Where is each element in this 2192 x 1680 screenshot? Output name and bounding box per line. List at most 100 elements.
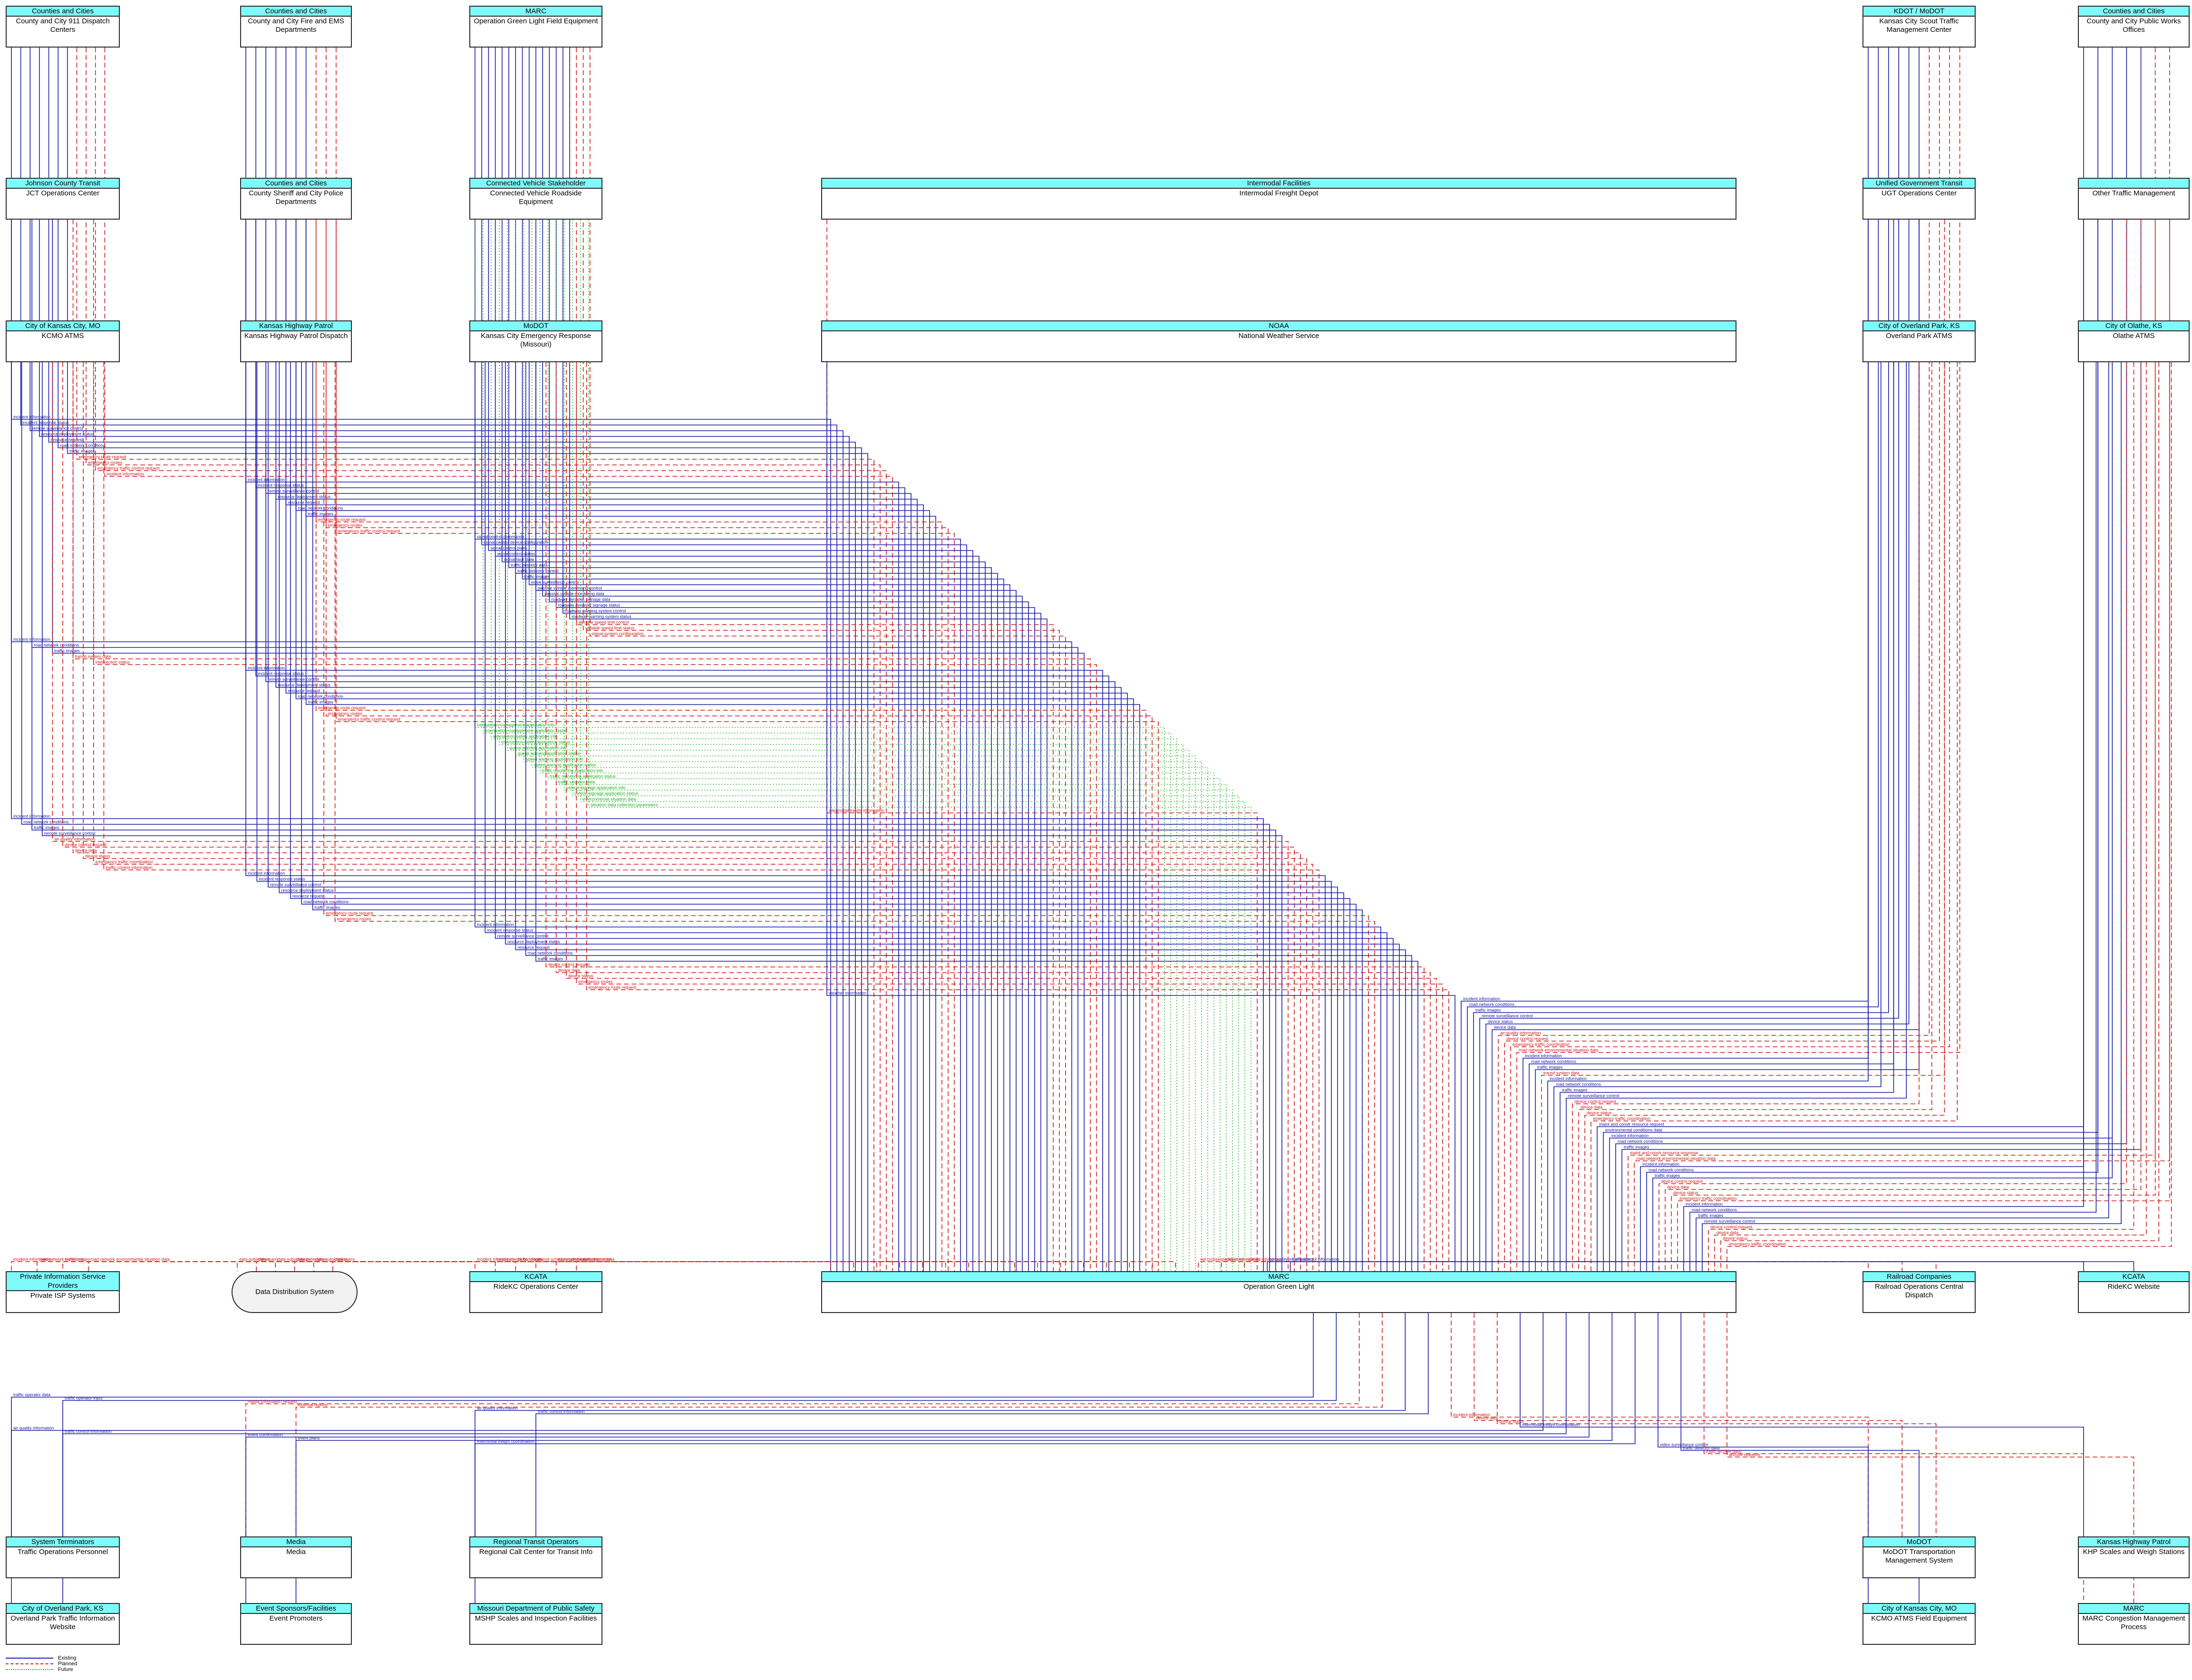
- node-owner: Missouri Department of Public Safety: [470, 1604, 601, 1614]
- flow-label: emergency route request: [318, 517, 366, 522]
- flow-line: [1628, 48, 2156, 1271]
- flow-label: signal control status: [497, 551, 535, 556]
- flow-label: roadway warning system control: [565, 608, 626, 613]
- flow-label: remote surveillance control: [497, 934, 549, 938]
- node-owner: Johnson County Transit: [7, 179, 119, 189]
- node-owner: Counties and Cities: [241, 179, 351, 189]
- flow-line: [334, 362, 1375, 1271]
- flow-line: [255, 220, 1109, 1271]
- flow-line: [1572, 362, 1920, 1271]
- flow-label: traffic control information: [538, 1409, 584, 1414]
- flow-line: [542, 48, 1023, 1271]
- flow-line: [72, 362, 1301, 1271]
- flow-line: [285, 48, 924, 1271]
- flow-line: [1726, 1313, 2134, 1603]
- flow-line: [586, 362, 1449, 1271]
- flow-label: road network conditions: [528, 951, 573, 956]
- flow-label: road network environmental situation dat…: [1519, 1048, 1598, 1052]
- flow-label: traffic monitoring application status: [550, 774, 616, 779]
- flow-line: [29, 48, 844, 1271]
- node-name: Media: [286, 1548, 306, 1556]
- flow-label: device status: [1587, 1110, 1612, 1115]
- flow-label: emergency traffic control request: [338, 529, 400, 533]
- node-owner: Private Information Service Providers: [7, 1272, 119, 1291]
- flow-label: incident information: [477, 1257, 514, 1262]
- node-name: Private ISP Systems: [30, 1292, 96, 1300]
- flow-label: transit schedule adherence information: [538, 1257, 611, 1262]
- flow-line: [336, 220, 1159, 1271]
- flow-label: data subscription: [316, 1257, 348, 1262]
- node-name: County and City 911 Dispatch Centers: [16, 17, 110, 34]
- flow-line: [1689, 362, 2097, 1271]
- flow-label: remote surveillance control: [1482, 1014, 1533, 1018]
- flow-label: air quality information: [13, 1426, 54, 1430]
- node-name: Overland Park Traffic Information Websit…: [10, 1614, 115, 1631]
- flow-label: traffic images: [524, 574, 550, 579]
- flow-line: [545, 362, 1425, 1271]
- flow-line: [576, 48, 1054, 1271]
- flow-label: emergency routes: [337, 917, 372, 921]
- flow-line: [1498, 48, 1930, 1271]
- flow-line: [20, 48, 837, 1271]
- flow-label: road network conditions: [39, 1257, 85, 1262]
- flow-label: road network conditions: [1469, 1002, 1515, 1007]
- flow-line: [312, 362, 1363, 1271]
- node-name: JCT Operations Center: [26, 189, 99, 197]
- flow-label: intermodal freight coordination: [477, 1439, 534, 1444]
- flow-label: transit system data: [1543, 1071, 1580, 1075]
- flow-label: resource request: [292, 894, 325, 898]
- flow-line: [295, 220, 1134, 1271]
- node-name: KCMO ATMS Field Equipment: [1871, 1614, 1967, 1622]
- flow-line: [572, 220, 1239, 1271]
- flow-line: [535, 362, 1418, 1271]
- node-name: MoDOT Transportation Management System: [1882, 1548, 1956, 1564]
- node-name: Railroad Operations Central Dispatch: [1875, 1283, 1963, 1299]
- flow-line: [505, 362, 1400, 1271]
- flow-label: emergency traffic coordination: [1679, 1196, 1736, 1201]
- flow-label: road network conditions: [1649, 1168, 1694, 1172]
- flow-line: [1529, 220, 1894, 1271]
- flow-line: [508, 48, 992, 1271]
- flow-line: [42, 362, 1282, 1271]
- flow-label: road network conditions: [1692, 1207, 1737, 1212]
- flow-line: [1609, 48, 2113, 1271]
- flow-line: [21, 362, 1270, 1271]
- flow-line: [555, 220, 1227, 1271]
- flow-label: device control request: [548, 962, 590, 967]
- node-owner: Counties and Cities: [7, 7, 119, 17]
- flow-label: road network conditions: [1531, 1059, 1577, 1064]
- flow-line: [1553, 362, 1882, 1271]
- flow-label: vehicle signage application info: [566, 785, 626, 790]
- flow-label: air quality information: [1500, 1031, 1541, 1035]
- node-name: MARC Congestion Management Process: [2082, 1614, 2185, 1631]
- flow-line: [481, 48, 967, 1271]
- flow-label: remote surveillance control: [32, 426, 83, 431]
- flow-line: [245, 220, 1103, 1271]
- node-name: Intermodal Freight Depot: [1239, 189, 1319, 197]
- flow-label: environmental conditions data: [1605, 1128, 1662, 1132]
- legend-existing-swatch: [6, 1658, 53, 1659]
- flow-label: emergency route request: [78, 454, 126, 459]
- node-owner: NOAA: [822, 321, 1736, 331]
- flow-line: [1634, 48, 2170, 1271]
- flow-label: emergency traffic coordination: [1593, 1116, 1650, 1121]
- flow-label: incident information: [1453, 1412, 1490, 1417]
- flow-label: traffic images: [65, 1257, 90, 1262]
- flow-line: [531, 220, 1208, 1271]
- flow-line: [11, 1313, 1544, 1603]
- flow-line: [245, 1313, 1590, 1603]
- flow-label: device status: [1673, 1190, 1698, 1195]
- flow-label: archive requests: [1729, 1452, 1761, 1457]
- node-owner: City of Olathe, KS: [2079, 321, 2189, 331]
- flow-label: emergency routes: [328, 711, 363, 716]
- node-name: County Sheriff and City Police Departmen…: [249, 189, 343, 206]
- flow-label: air quality information: [477, 1406, 518, 1410]
- node-name: Event Promoters: [269, 1614, 323, 1622]
